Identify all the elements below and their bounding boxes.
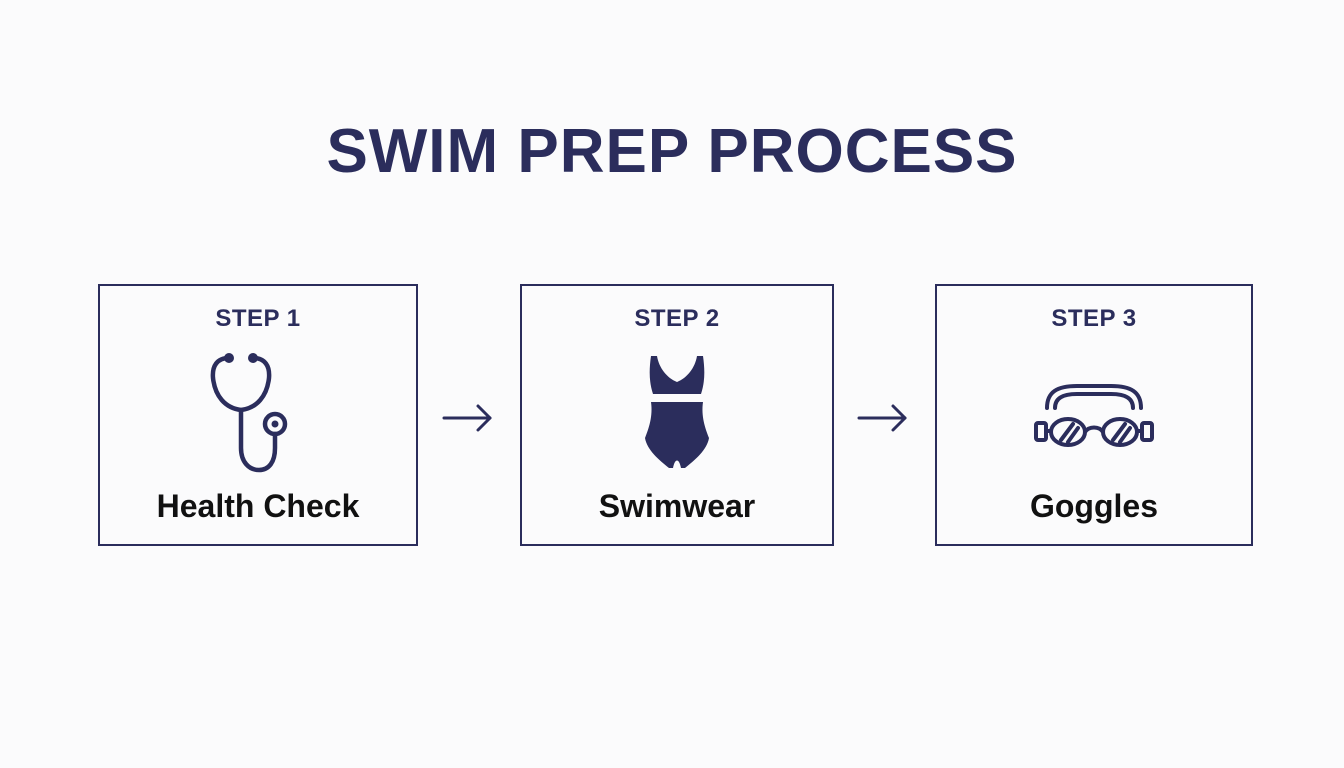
- arrow-right-icon: [442, 404, 492, 432]
- step-title: Swimwear: [598, 488, 756, 524]
- page-title: SWIM PREP PROCESS: [326, 117, 1018, 186]
- step-card-swimwear: STEP 2 Swimwear: [520, 284, 834, 546]
- step-card-goggles: STEP 3 Goggles: [935, 284, 1253, 546]
- step-title: Goggles: [1029, 488, 1158, 524]
- step-title: Health Check: [156, 488, 360, 524]
- arrow-right-icon: [857, 404, 907, 432]
- goggles-icon: [1034, 384, 1154, 447]
- stethoscope-icon: [210, 353, 288, 473]
- step-card-health-check: STEP 1 Health Check: [98, 284, 418, 546]
- step-number-label: STEP 3: [1051, 305, 1137, 332]
- swimsuit-icon: [645, 356, 709, 468]
- step-number-label: STEP 1: [215, 305, 301, 332]
- step-number-label: STEP 2: [634, 305, 720, 332]
